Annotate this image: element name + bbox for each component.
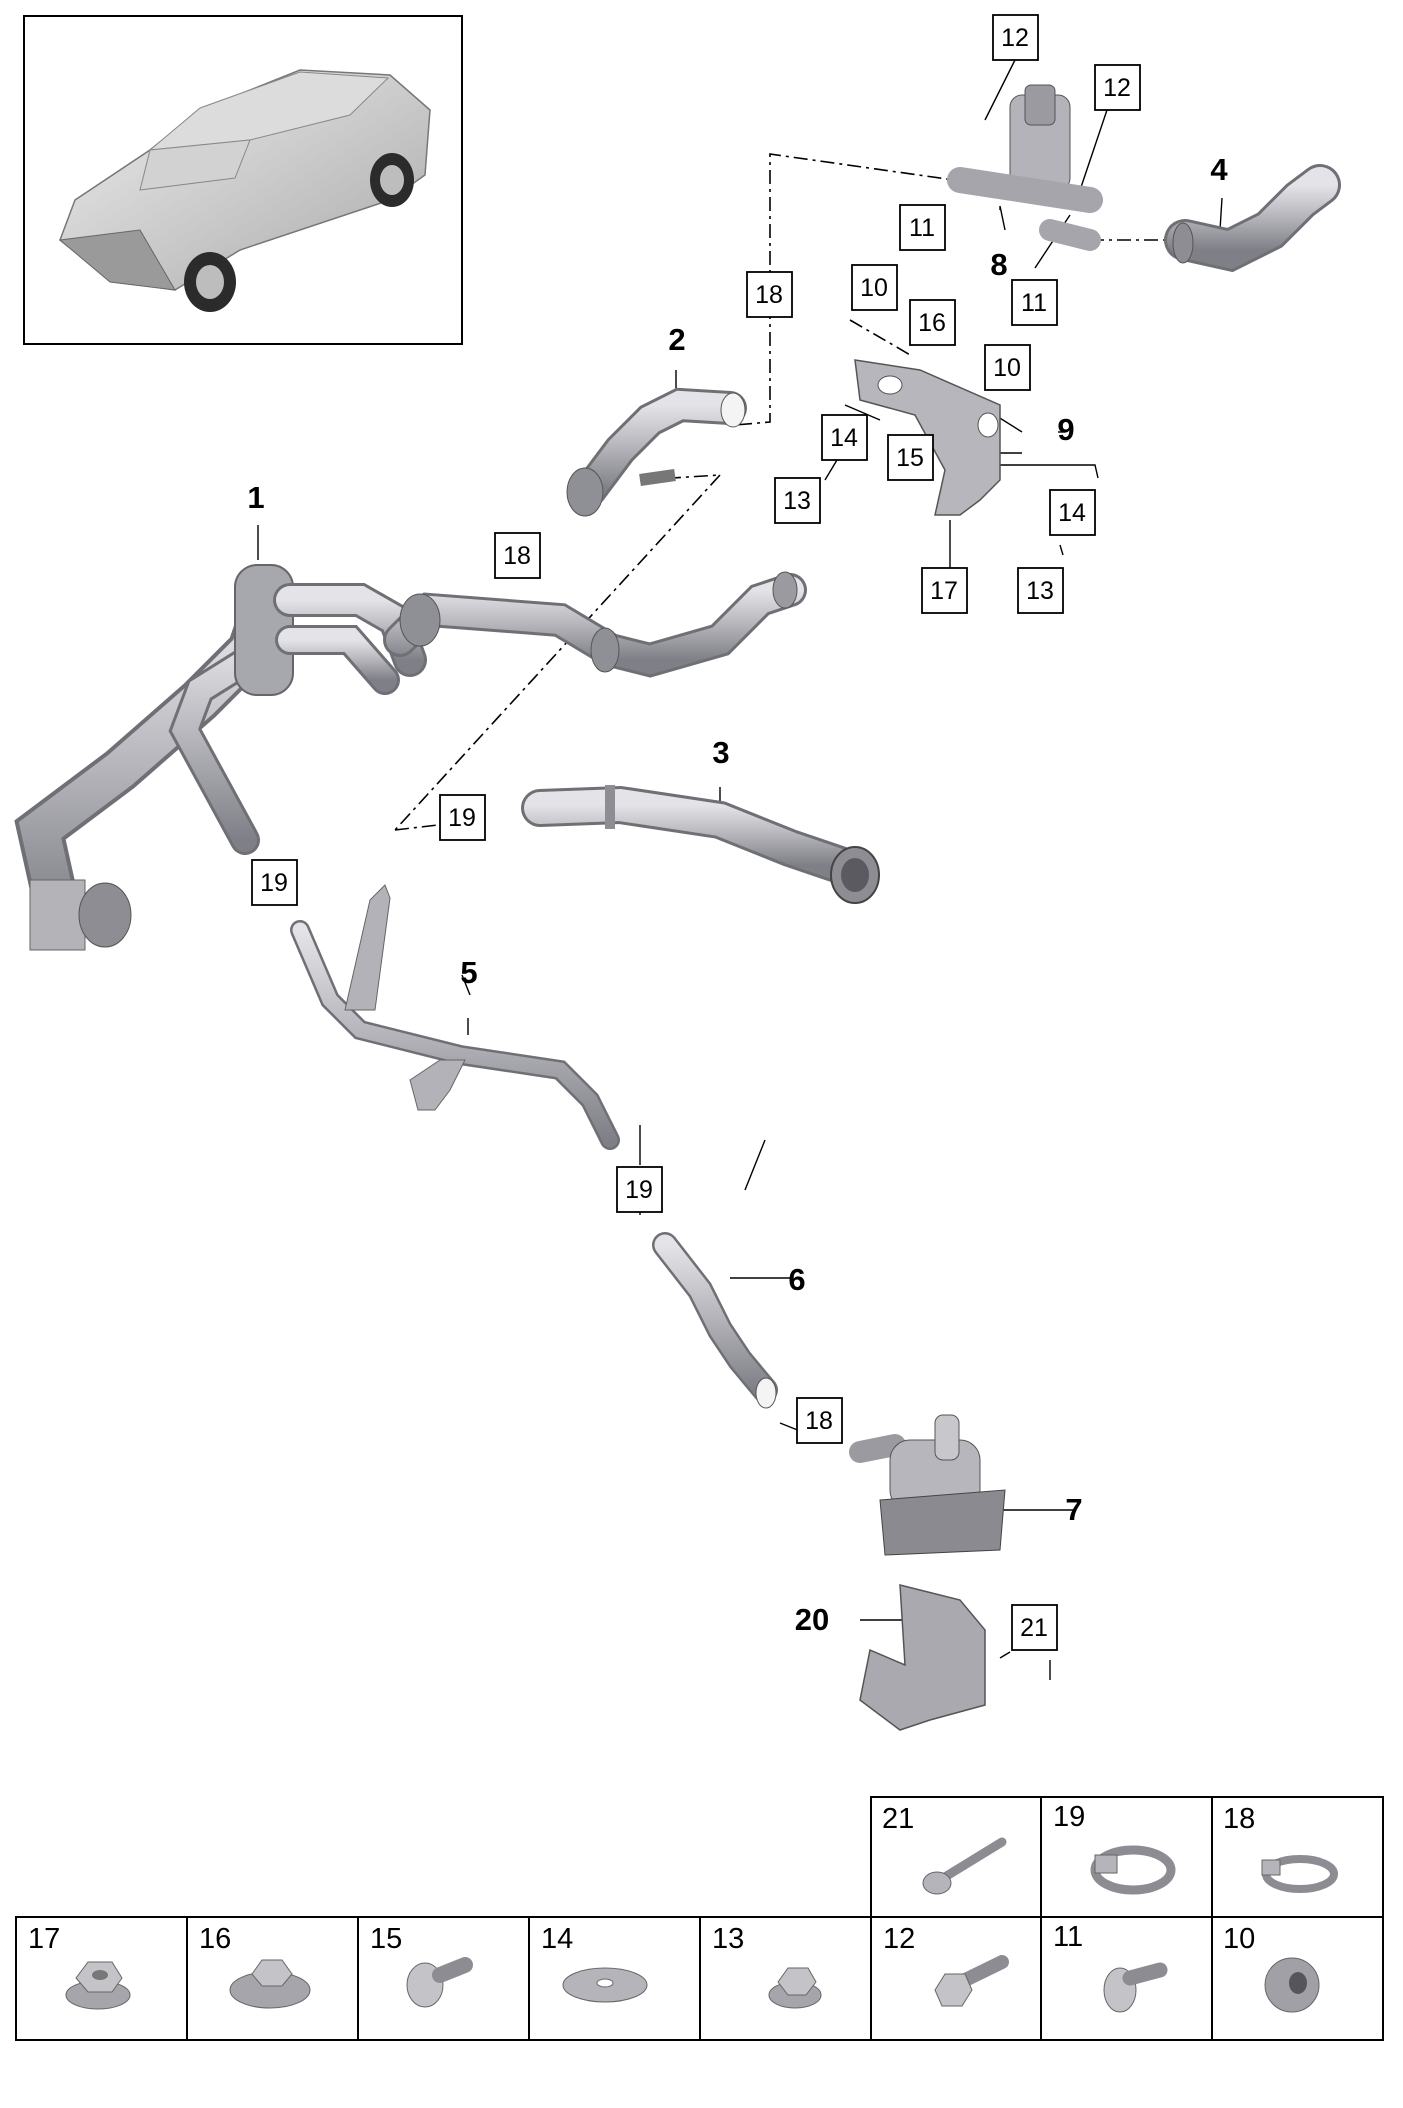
table-label-14: 14 (541, 1923, 573, 1955)
callout-18-a: 18 (746, 271, 793, 318)
callout-10-b: 10 (984, 344, 1031, 391)
part-4-label: 4 (1210, 152, 1228, 187)
table-label-17: 17 (28, 1923, 60, 1955)
part-6-label: 6 (788, 1262, 805, 1297)
table-label-10: 10 (1223, 1923, 1255, 1955)
callout-19-c: 19 (616, 1166, 663, 1213)
part-2-label: 2 (668, 322, 685, 357)
svg-text:14: 14 (1058, 499, 1086, 527)
svg-text:11: 11 (1021, 289, 1047, 317)
callout-18-c: 18 (796, 1397, 843, 1444)
bolt-11-image (1103, 1962, 1168, 2013)
callout-13-a: 13 (774, 477, 821, 524)
part-4-hose (1164, 164, 1341, 273)
part-3-hose (521, 785, 880, 904)
callout-16: 16 (909, 299, 956, 346)
nut-16-image (229, 1959, 311, 2009)
svg-text:21: 21 (1020, 1614, 1048, 1642)
svg-text:19: 19 (625, 1176, 653, 1204)
svg-text:10: 10 (993, 354, 1021, 382)
callouts: 12 12 11 10 16 18 11 10 14 15 13 14 17 1… (251, 14, 1141, 1651)
grommet-10-image (1264, 1957, 1320, 2013)
svg-text:18: 18 (503, 542, 531, 570)
part-number-labels: 1 2 3 4 5 6 7 8 9 20 (247, 152, 1228, 1637)
table-label-16: 16 (199, 1923, 231, 1955)
nut-13-image (768, 1967, 822, 2009)
callout-17: 17 (921, 567, 968, 614)
vehicle-thumbnail (23, 15, 463, 345)
callout-10-a: 10 (851, 264, 898, 311)
bolt-21-image (922, 1837, 1007, 1895)
svg-text:13: 13 (783, 487, 811, 515)
svg-text:18: 18 (755, 281, 783, 309)
part-20-label: 20 (795, 1602, 829, 1637)
table-label-15: 15 (370, 1923, 402, 1955)
table-label-18: 18 (1223, 1803, 1255, 1835)
callout-leaders (257, 59, 1223, 1680)
svg-text:12: 12 (1001, 24, 1029, 52)
callout-11-b: 11 (1011, 279, 1058, 326)
table-label-21: 21 (882, 1803, 914, 1835)
callout-15: 15 (887, 434, 934, 481)
svg-text:12: 12 (1103, 74, 1131, 102)
callout-19-a: 19 (439, 794, 486, 841)
callout-18-b: 18 (494, 532, 541, 579)
part-8-valve (947, 84, 1103, 251)
svg-text:15: 15 (896, 444, 924, 472)
svg-text:14: 14 (830, 424, 858, 452)
svg-text:19: 19 (448, 804, 476, 832)
table-label-13: 13 (712, 1923, 744, 1955)
svg-text:18: 18 (805, 1407, 833, 1435)
table-label-11: 11 (1053, 1921, 1083, 1953)
part-2-hose (566, 387, 747, 517)
part-5-pipe (290, 884, 620, 1150)
hose-clamp-19-image (1090, 1845, 1176, 1895)
bolt-15-image (406, 1957, 473, 2008)
svg-text:17: 17 (930, 577, 958, 605)
part-1-label: 1 (247, 480, 264, 515)
svg-text:10: 10 (860, 274, 888, 302)
table-label-19: 19 (1053, 1801, 1085, 1833)
part-7-pump (849, 1414, 1006, 1556)
part-20-cover (859, 1584, 986, 1731)
svg-text:16: 16 (918, 309, 946, 337)
svg-text:13: 13 (1026, 577, 1054, 605)
callout-13-b: 13 (1017, 567, 1064, 614)
callout-21: 21 (1011, 1604, 1058, 1651)
callout-11-a: 11 (899, 204, 946, 251)
table-label-12: 12 (883, 1923, 915, 1955)
callout-12-b: 12 (1094, 64, 1141, 111)
hose-clamp-18-image (1261, 1855, 1338, 1893)
washer-14-image (562, 1967, 648, 2003)
bolt-12-image (934, 1955, 1009, 2007)
part-3-label: 3 (712, 735, 729, 770)
hardware-table: 21 19 18 17 16 15 14 13 12 11 10 (15, 1796, 1384, 2041)
callout-19-b: 19 (251, 859, 298, 906)
callout-12-a: 12 (992, 14, 1039, 61)
svg-text:11: 11 (909, 214, 935, 242)
svg-text:19: 19 (260, 869, 288, 897)
nut-17-image (65, 1961, 131, 2010)
part-1-heater-pipes (14, 564, 807, 951)
callout-14-a: 14 (821, 414, 868, 461)
part-6-hose (652, 1232, 778, 1409)
part-9-label: 9 (1057, 412, 1074, 447)
part-5-label: 5 (460, 955, 477, 990)
part-7-label: 7 (1065, 1492, 1082, 1527)
part-8-label: 8 (990, 247, 1007, 282)
callout-14-b: 14 (1049, 489, 1096, 536)
